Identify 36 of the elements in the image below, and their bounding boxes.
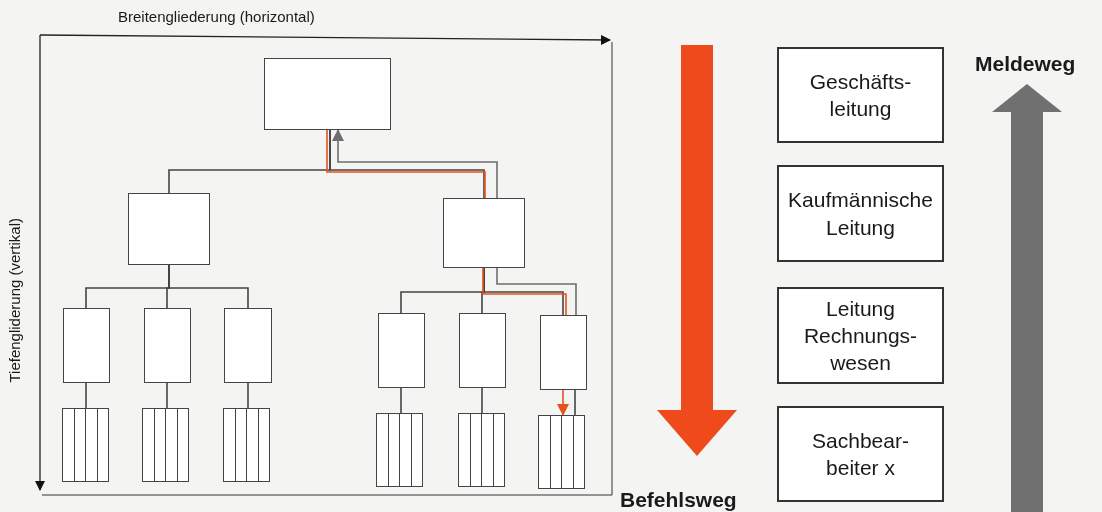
- connector-line: [85, 382, 87, 409]
- org-box: [224, 308, 272, 383]
- direction-label: Befehlsweg: [620, 487, 737, 512]
- org-box: [63, 308, 110, 383]
- org-box: [128, 193, 210, 265]
- axis-label: Tiefengliderung (vertikal): [4, 217, 24, 383]
- connector-line: [496, 267, 577, 316]
- org-box: [144, 308, 191, 383]
- org-box: [443, 198, 525, 268]
- org-box: [540, 315, 587, 390]
- position-box: [777, 406, 944, 502]
- connector-line: [166, 382, 168, 409]
- position-title: Leitung Rechnungs- wesen: [802, 295, 919, 377]
- connector-line: [574, 389, 576, 416]
- stacked-box: [538, 415, 585, 489]
- stacked-box: [62, 408, 109, 482]
- position-title: Kaufmännische Leitung: [787, 187, 934, 241]
- org-box: [459, 313, 506, 388]
- position-box: [777, 287, 944, 384]
- org-box: [378, 313, 425, 388]
- axis-label: Breitengliederung (horizontal): [118, 7, 315, 27]
- connector-line: [168, 264, 249, 309]
- org-box: [264, 58, 391, 130]
- position-box: [777, 165, 944, 262]
- connector-line: [247, 382, 249, 409]
- direction-label: Meldeweg: [975, 51, 1076, 77]
- stacked-box: [142, 408, 189, 482]
- connector-line: [400, 387, 402, 414]
- position-title: Sachbear- beiter x: [811, 427, 910, 481]
- stacked-box: [223, 408, 270, 482]
- position-title: Geschäfts- leitung: [808, 68, 913, 122]
- stacked-box: [376, 413, 423, 487]
- connector-line: [481, 387, 483, 414]
- arrow: [557, 389, 569, 416]
- stacked-box: [458, 413, 505, 487]
- position-box: [777, 47, 944, 143]
